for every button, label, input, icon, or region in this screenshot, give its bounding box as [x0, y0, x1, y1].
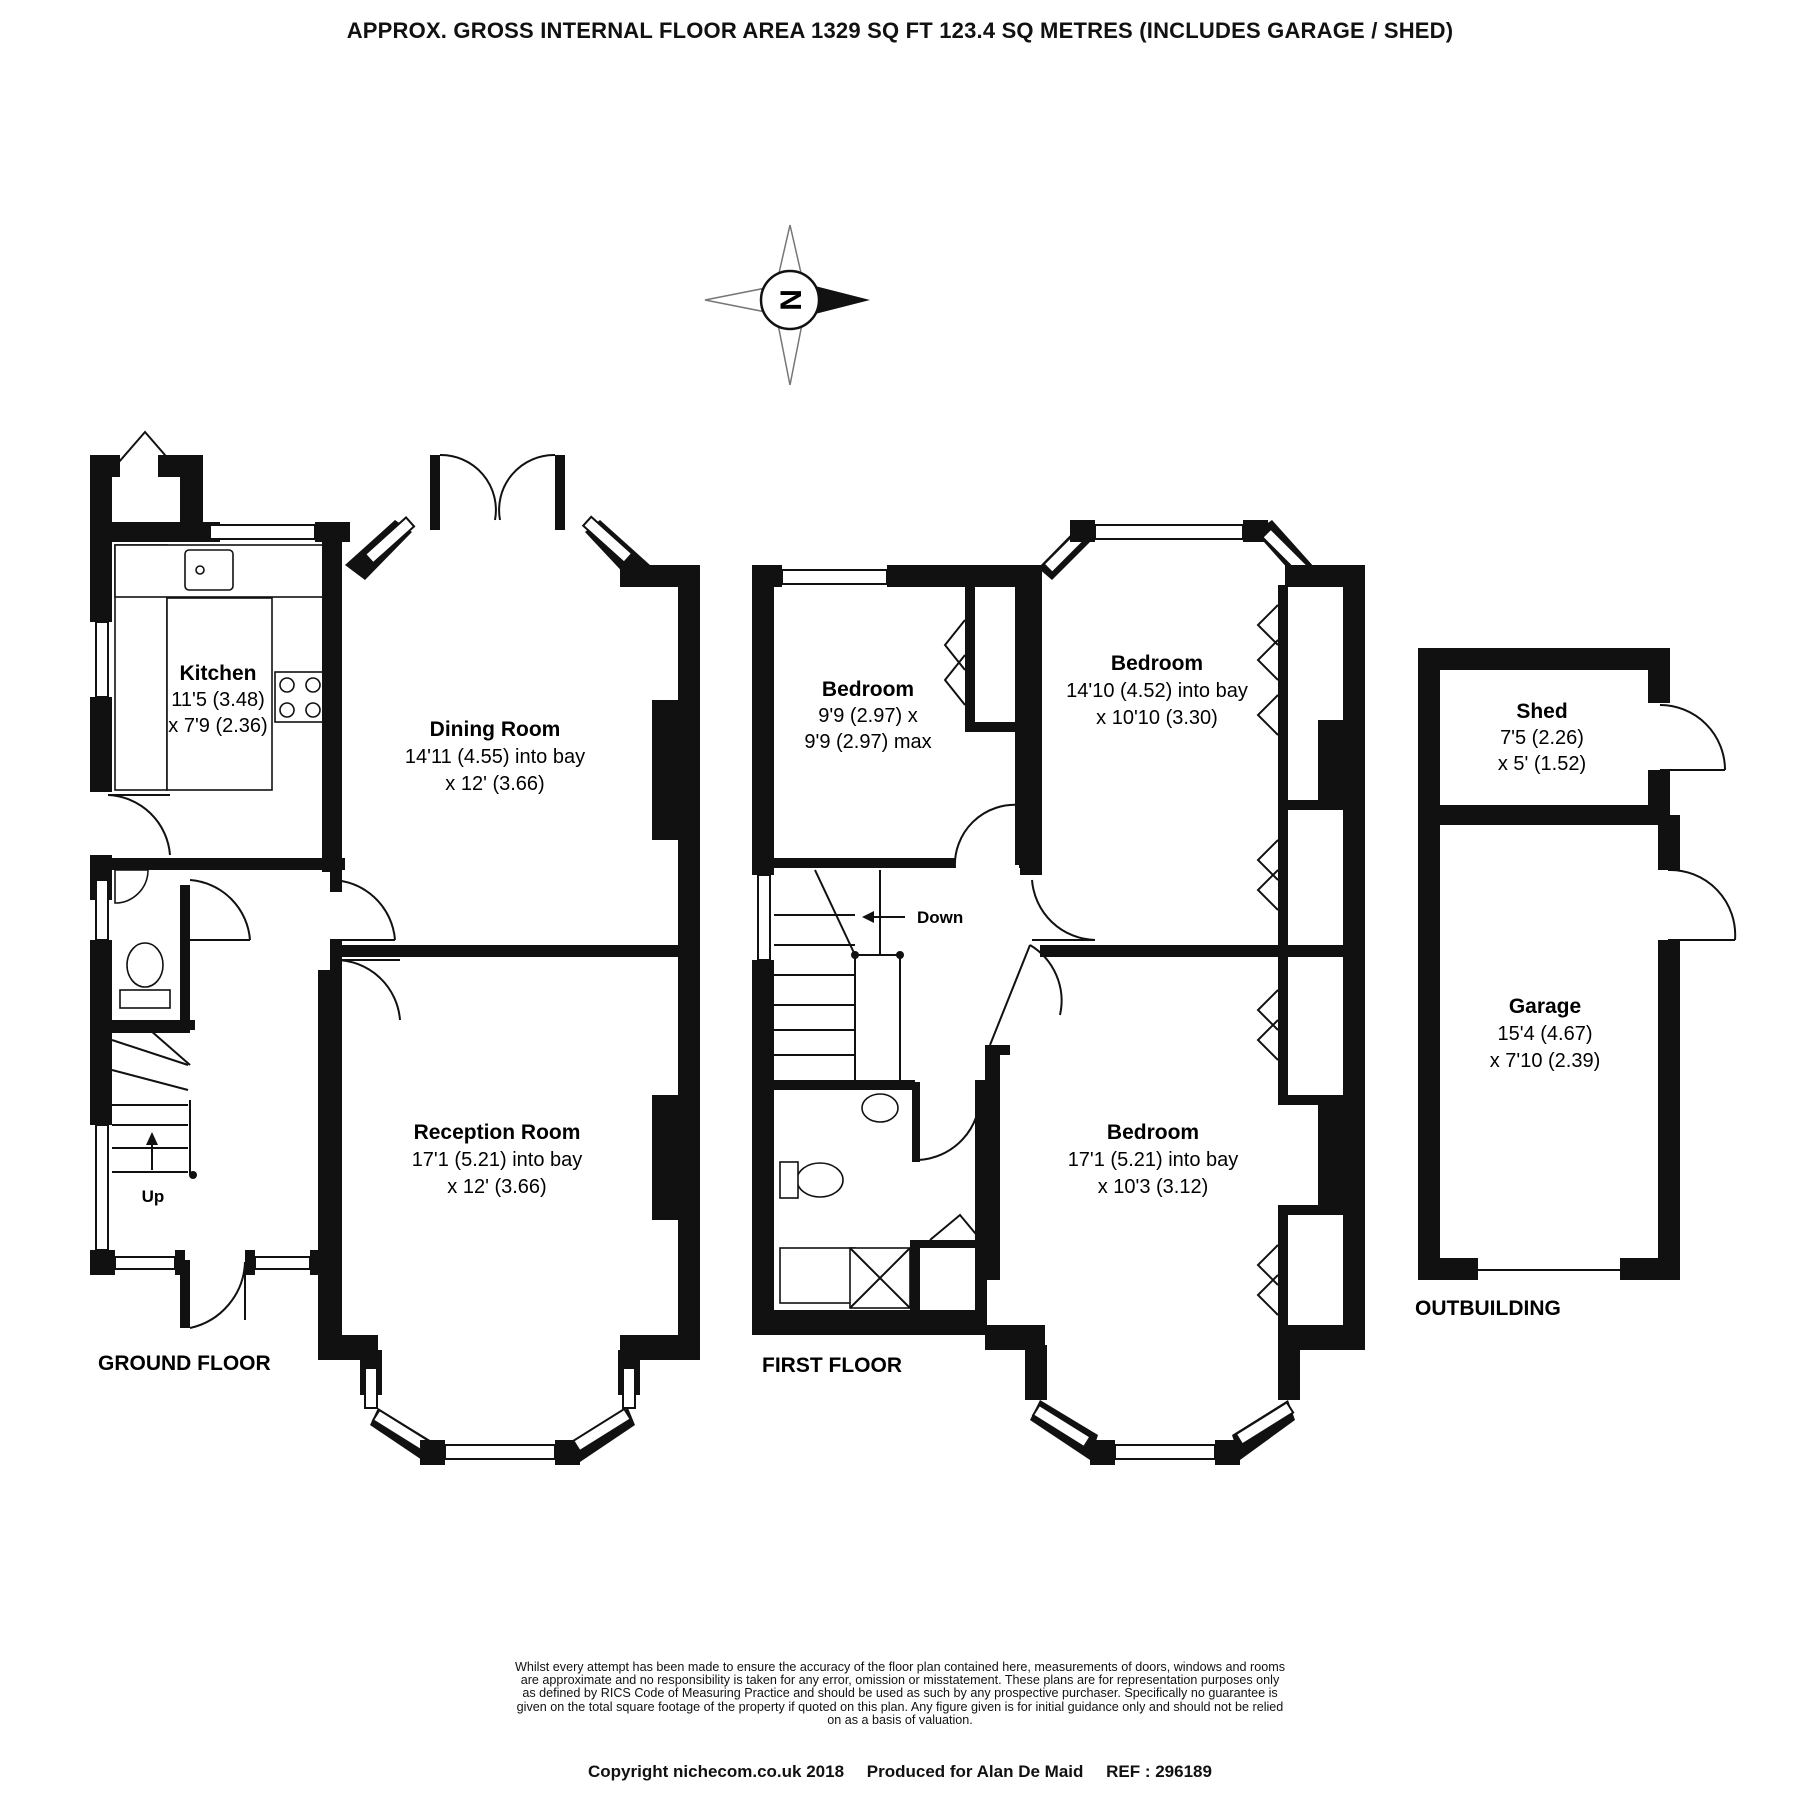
- bedroom-small-dim2: 9'9 (2.97) max: [804, 731, 931, 753]
- bedroom-small-dim1: 9'9 (2.97) x: [818, 705, 917, 727]
- bedroom-rear-dim1: 14'10 (4.52) into bay: [1066, 680, 1248, 702]
- first-floor-label: FIRST FLOOR: [762, 1354, 902, 1377]
- bedroom-rear-dim2: x 10'10 (3.30): [1096, 707, 1218, 729]
- reception-room-dim2: x 12' (3.66): [447, 1176, 546, 1198]
- disclaimer: Whilst every attempt has been made to en…: [420, 1660, 1380, 1727]
- footer-ref: REF : 296189: [1106, 1762, 1212, 1781]
- reception-room-dim1: 17'1 (5.21) into bay: [412, 1149, 583, 1171]
- kitchen-name: Kitchen: [179, 662, 256, 685]
- page-title: APPROX. GROSS INTERNAL FLOOR AREA 1329 S…: [346, 18, 1454, 43]
- footer: Copyright nichecom.co.uk 2018 Produced f…: [0, 1762, 1800, 1782]
- bedroom-front-name: Bedroom: [1107, 1121, 1199, 1144]
- shed-name: Shed: [1516, 700, 1567, 723]
- kitchen-dim2: x 7'9 (2.36): [168, 715, 267, 737]
- bedroom-front-dim1: 17'1 (5.21) into bay: [1068, 1149, 1239, 1171]
- bedroom-small-name: Bedroom: [822, 678, 914, 701]
- outbuilding-plan: Shed 7'5 (2.26) x 5' (1.52) Garage 15'4 …: [1415, 648, 1737, 1320]
- ground-floor-plan: Up: [90, 430, 700, 1465]
- garage-dim2: x 7'10 (2.39): [1490, 1050, 1601, 1072]
- disclaimer-line: are approximate and no responsibility is…: [520, 1673, 1280, 1688]
- bedroom-rear-name: Bedroom: [1111, 652, 1203, 675]
- ground-floor-label: GROUND FLOOR: [98, 1352, 271, 1375]
- disclaimer-line: as defined by RICS Code of Measuring Pra…: [522, 1686, 1278, 1701]
- dining-room-dim1: 14'11 (4.55) into bay: [405, 746, 585, 768]
- outbuilding-label: OUTBUILDING: [1415, 1297, 1561, 1320]
- footer-produced: Produced for Alan De Maid: [866, 1762, 1084, 1781]
- garage-name: Garage: [1509, 995, 1581, 1018]
- shed-dim1: 7'5 (2.26): [1500, 727, 1584, 749]
- shed-dim2: x 5' (1.52): [1498, 753, 1586, 775]
- disclaimer-line: Whilst every attempt has been made to en…: [514, 1660, 1286, 1674]
- stairs-up-label: Up: [142, 1187, 165, 1206]
- kitchen-dim1: 11'5 (3.48): [171, 689, 265, 711]
- first-floor-plan: Down: [752, 520, 1365, 1465]
- footer-copyright: Copyright nichecom.co.uk 2018: [588, 1762, 845, 1781]
- disclaimer-line: on as a basis of valuation.: [827, 1712, 973, 1727]
- disclaimer-line: given on the total square footage of the…: [516, 1699, 1284, 1714]
- compass-north-letter: N: [774, 289, 807, 311]
- garage-dim1: 15'4 (4.67): [1498, 1023, 1593, 1045]
- stairs-down-label: Down: [917, 908, 963, 927]
- compass-icon: N: [704, 224, 870, 386]
- dining-room-dim2: x 12' (3.66): [445, 773, 544, 795]
- dining-room-name: Dining Room: [430, 718, 561, 741]
- reception-room-name: Reception Room: [414, 1121, 581, 1144]
- bedroom-front-dim2: x 10'3 (3.12): [1098, 1176, 1209, 1198]
